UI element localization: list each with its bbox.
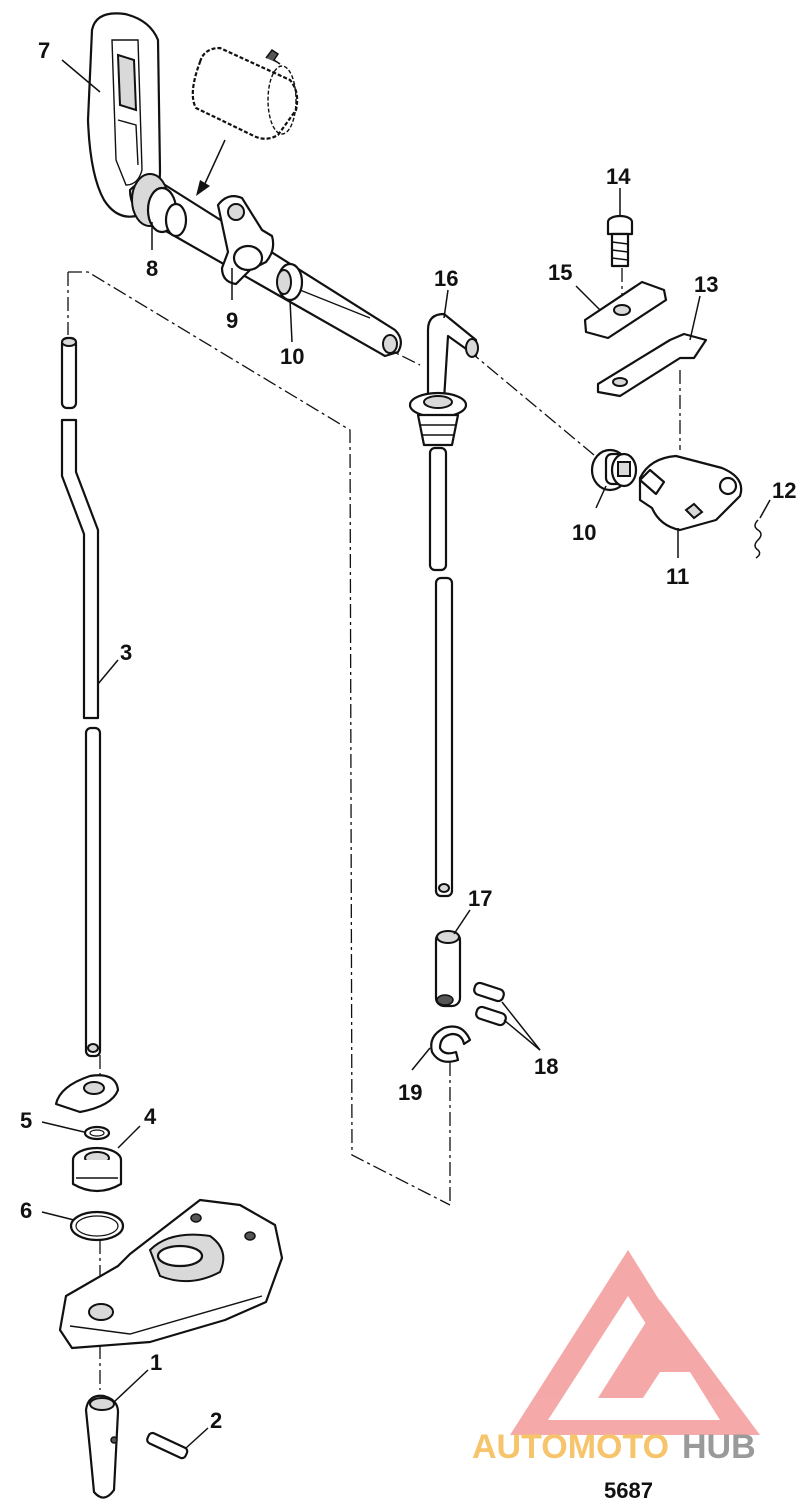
alignment-lines <box>67 268 681 1390</box>
svg-text:AUTOMOTO: AUTOMOTO <box>472 1428 669 1466</box>
callout-1: 1 <box>150 1350 162 1375</box>
callout-9: 9 <box>226 308 238 333</box>
callout-3: 3 <box>120 640 132 665</box>
shift-shaft-assembly <box>128 173 402 358</box>
callouts: 1 2 3 4 5 6 7 8 9 10 10 11 12 13 14 15 1… <box>20 38 796 1433</box>
spring-12 <box>754 519 762 559</box>
callout-15: 15 <box>548 260 572 285</box>
handle-grip <box>191 46 299 196</box>
shift-shaft-1 <box>84 1394 120 1499</box>
callout-10-upper: 10 <box>280 344 304 369</box>
callout-18: 18 <box>534 1054 558 1079</box>
bushing-10 <box>590 448 638 492</box>
watermark-logo <box>510 1250 760 1435</box>
housing-base <box>58 1198 284 1350</box>
callout-2: 2 <box>210 1408 222 1433</box>
watermark-text: AUTOMOTO HUB <box>472 1428 756 1466</box>
callout-17: 17 <box>468 886 492 911</box>
shift-rod-3 <box>60 336 102 1058</box>
bracket-13 <box>596 332 708 398</box>
figure-number: 5687 <box>604 1478 653 1503</box>
shift-handle <box>86 12 162 218</box>
pin-2 <box>146 1431 189 1460</box>
callout-11: 11 <box>666 564 689 589</box>
callout-13: 13 <box>694 272 718 297</box>
callout-14: 14 <box>606 164 631 189</box>
o-ring-5 <box>83 1125 111 1141</box>
callout-8: 8 <box>146 256 158 281</box>
callout-5: 5 <box>20 1108 32 1133</box>
svg-text:HUB: HUB <box>682 1428 756 1466</box>
coupler-17 <box>434 930 462 1008</box>
set-screws-18 <box>473 981 507 1027</box>
callout-7: 7 <box>38 38 50 63</box>
leader-lines <box>41 59 771 1449</box>
o-ring-6 <box>69 1210 125 1242</box>
callout-12: 12 <box>772 478 796 503</box>
e-clip-19 <box>430 1025 472 1063</box>
callout-19: 19 <box>398 1080 422 1105</box>
shift-rod-16 <box>408 312 479 898</box>
callout-4: 4 <box>144 1104 157 1129</box>
bushing-4 <box>71 1146 123 1193</box>
callout-6: 6 <box>20 1198 32 1223</box>
callout-10-lower: 10 <box>572 520 596 545</box>
screw-14 <box>606 214 634 268</box>
plate-15 <box>583 280 668 340</box>
gasket <box>54 1074 120 1114</box>
callout-16: 16 <box>434 266 458 291</box>
cam-11 <box>638 454 743 532</box>
